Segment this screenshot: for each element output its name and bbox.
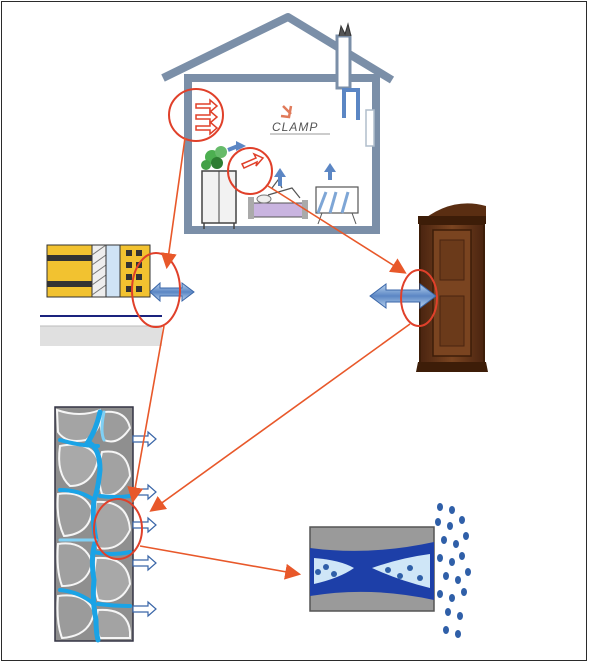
water-droplets [435,503,471,638]
chimney-icon [335,34,352,90]
wall-vapour-arrows [195,98,219,136]
vapour-arrow-icon [280,105,293,119]
highlight-circle-wardrobe [400,269,438,327]
pore-magnified-illustration [309,503,471,638]
porous-material-illustration [54,406,157,643]
house-illustration: CLAMP [161,13,395,234]
arrow-wardrobe-to-pore [149,323,411,512]
highlight-circle-pore [93,498,143,560]
stove-icon [315,186,359,225]
highlight-circle-house-room [227,147,273,195]
evaporation-arrows [132,430,157,618]
house-roof [161,13,395,84]
wardrobe-illustration [369,203,488,372]
arrow-wall-section-to-pore [127,325,165,504]
highlight-circle-house-wall [168,88,224,142]
connector-arrows [127,137,411,580]
plant-icon [201,146,227,170]
arrow-house-to-wall-section [160,137,186,270]
house-sign: CLAMP [272,120,318,134]
vapour-molecules [315,564,423,581]
arrow-house-to-wardrobe [267,185,407,274]
wall-section-illustration [40,244,195,346]
highlight-circle-wall-section [131,252,181,328]
arrow-pore-to-magnified [139,545,302,580]
wall-exchange-double-arrow [149,281,195,303]
